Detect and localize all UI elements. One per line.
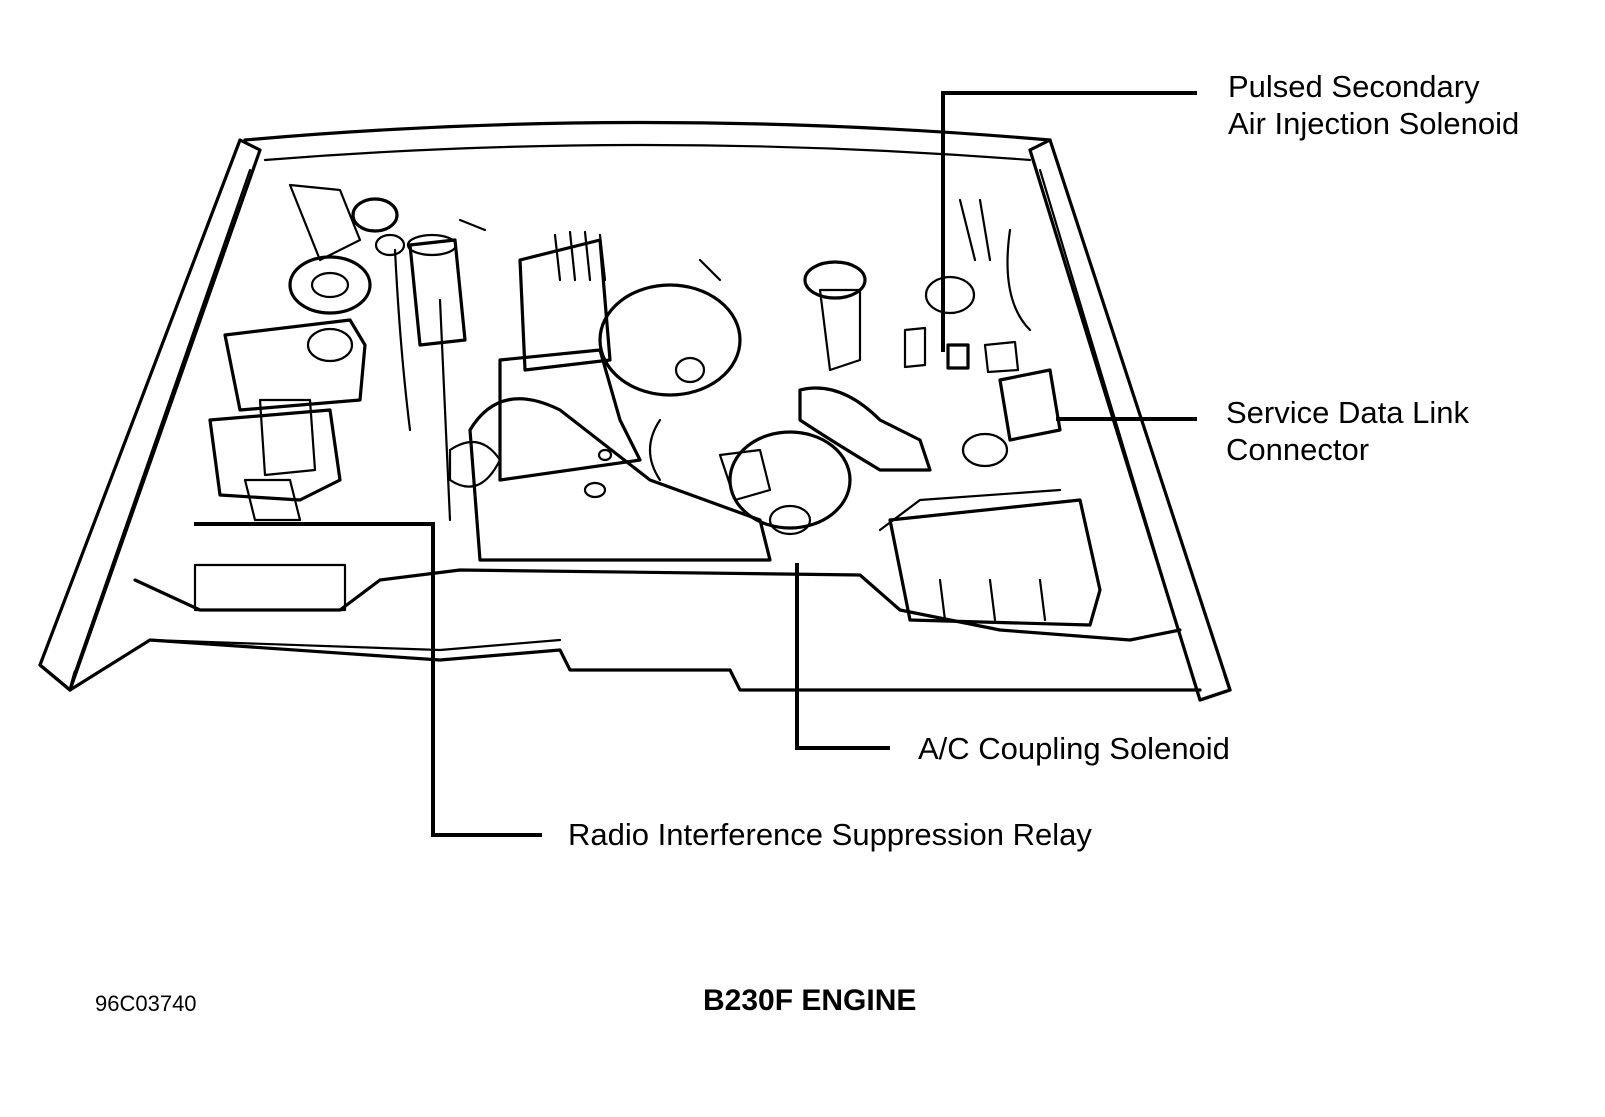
right-hose xyxy=(958,198,992,262)
label-pulsed-secondary: Pulsed Secondary Air Injection Solenoid xyxy=(1228,68,1519,142)
canister xyxy=(351,197,399,233)
air-box xyxy=(888,498,1102,627)
right-fender-inner xyxy=(1038,168,1197,687)
firewall-lower xyxy=(263,143,1032,162)
relay-box-left xyxy=(208,408,342,502)
relay-box-detail xyxy=(258,398,317,477)
leader-pulsed-secondary xyxy=(941,91,1197,352)
master-cylinder xyxy=(818,288,862,372)
right-fender-edge xyxy=(1198,673,1232,702)
intake-hose xyxy=(798,386,932,472)
booster-center xyxy=(310,271,350,299)
figure-id: 96C03740 xyxy=(95,991,197,1016)
right-wire xyxy=(1006,228,1032,332)
leader-radio-relay xyxy=(194,522,542,837)
label-radio-relay: Radio Interference Suppression Relay xyxy=(568,817,1092,852)
label-service-data-link-line2: Connector xyxy=(1226,432,1370,467)
air-cleaner-port xyxy=(674,356,706,384)
cap-right xyxy=(961,432,1009,468)
air-box-fins xyxy=(938,578,1047,622)
leader-lines xyxy=(194,91,1197,837)
ac-bracket xyxy=(718,448,772,502)
relay-connector xyxy=(243,478,302,522)
firewall-top xyxy=(243,120,1052,142)
front-panel-lower xyxy=(148,638,562,652)
air-box-top xyxy=(878,488,1062,532)
dipstick xyxy=(698,258,722,282)
label-pulsed-secondary-line1: Pulsed Secondary xyxy=(1228,69,1480,104)
small-connector xyxy=(983,340,1020,374)
hose-left-1 xyxy=(288,183,362,262)
reservoir-cap xyxy=(306,327,354,363)
label-service-data-link-line1: Service Data Link xyxy=(1226,395,1469,430)
filter-can xyxy=(408,238,467,347)
front-panel xyxy=(133,568,1182,642)
ignition-wires xyxy=(553,230,607,282)
timing-hole-1 xyxy=(583,481,607,499)
hose-left-3 xyxy=(393,248,412,432)
intake-manifold xyxy=(518,238,612,372)
engine-bay-drawing xyxy=(38,120,1232,702)
crank-pulley xyxy=(448,440,502,488)
hose-left-4 xyxy=(458,218,487,232)
brake-fluid xyxy=(803,260,867,300)
ac-compressor xyxy=(728,430,852,530)
label-pulsed-secondary-line2: Air Injection Solenoid xyxy=(1228,106,1520,141)
label-service-data-link: Service Data Link Connector xyxy=(1226,394,1469,468)
canister-2 xyxy=(374,233,406,257)
timing-hole-2 xyxy=(597,448,613,462)
radiator-support xyxy=(68,638,1202,692)
air-cleaner xyxy=(598,283,742,397)
valve-cover xyxy=(498,348,642,482)
coolant-reservoir xyxy=(223,318,367,412)
brake-booster xyxy=(288,255,372,315)
left-fender-inner xyxy=(73,168,252,674)
filter-can-top xyxy=(406,233,458,257)
throttle-body xyxy=(649,418,662,482)
left-fender-edge xyxy=(38,663,77,692)
battery xyxy=(193,563,347,612)
left-fender xyxy=(38,138,262,692)
figure-title: B230F ENGINE xyxy=(703,984,917,1017)
leader-ac-coupling xyxy=(795,563,890,750)
solenoid-box xyxy=(903,326,927,369)
vacuum-pump xyxy=(924,275,976,315)
hose-left-2 xyxy=(438,298,452,522)
label-ac-coupling: A/C Coupling Solenoid xyxy=(918,731,1230,766)
data-link-connector-body xyxy=(998,368,1062,442)
ac-compressor-hub xyxy=(768,504,812,536)
pulsed-air-solenoid-body xyxy=(946,343,970,370)
